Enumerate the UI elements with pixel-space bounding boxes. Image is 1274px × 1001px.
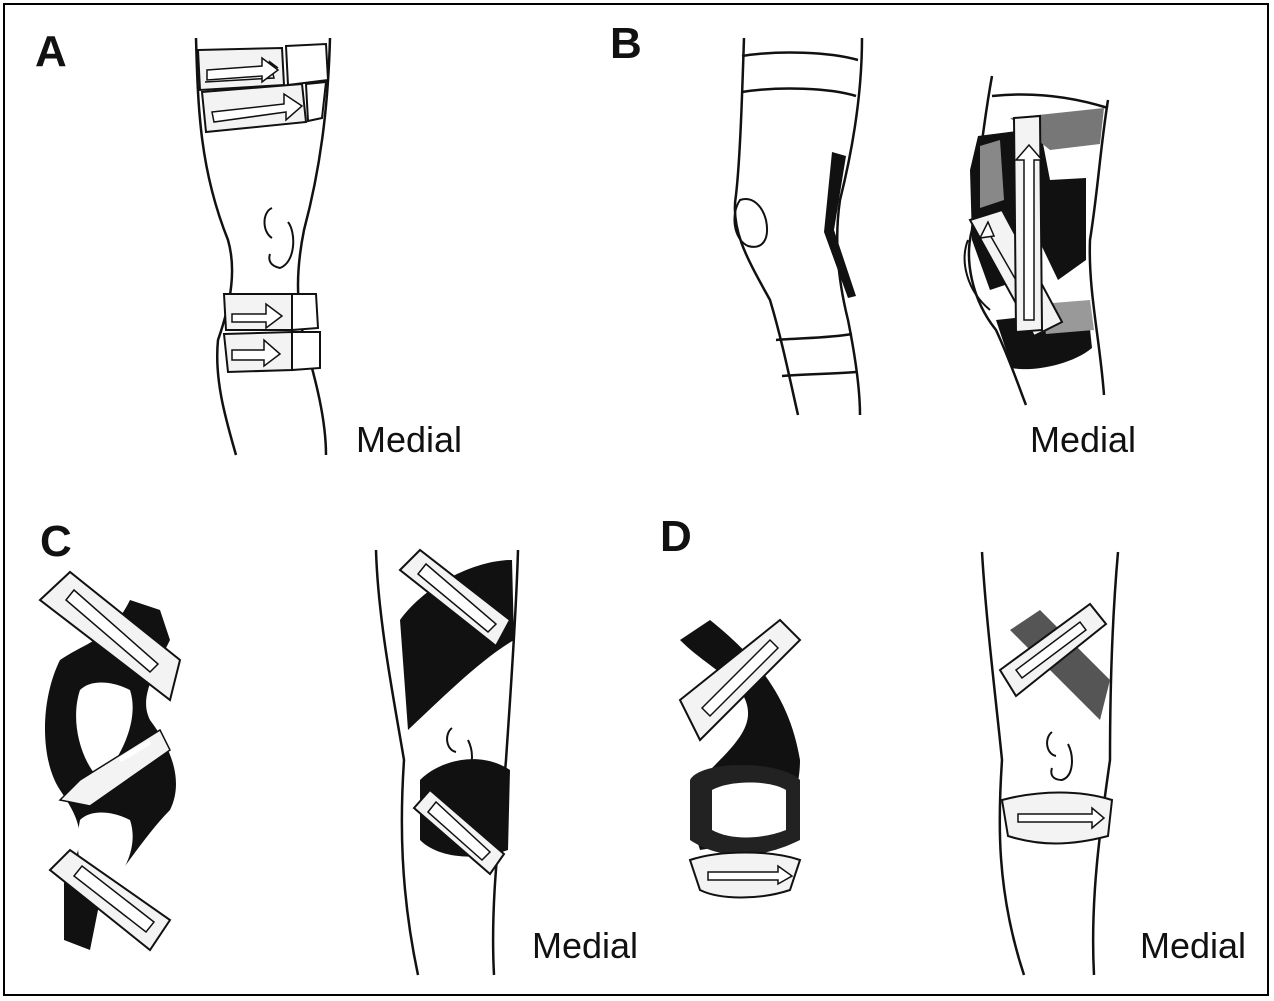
panel-label-c: C <box>40 520 72 564</box>
medial-label-c: Medial <box>532 928 638 964</box>
panel-d-illustration-tape <box>680 620 800 898</box>
panel-c-illustration-tape <box>40 572 180 950</box>
tape-strip-lower-light <box>1002 793 1112 844</box>
patella-icon <box>265 208 294 268</box>
panel-c-illustration-knee <box>376 550 518 975</box>
patella-icon <box>1047 732 1072 780</box>
patella-icon <box>734 199 767 247</box>
medial-label-b: Medial <box>1030 422 1136 458</box>
panel-label-a: A <box>35 30 67 74</box>
medial-label-a: Medial <box>356 422 462 458</box>
panel-a-illustration <box>196 38 330 455</box>
panel-label-d: D <box>660 515 692 559</box>
panel-b-illustration <box>734 38 1108 415</box>
panel-d-illustration-knee <box>982 552 1118 975</box>
tape-strip-vertical <box>1014 116 1042 332</box>
tape-strip-lower-2 <box>224 332 320 372</box>
medial-label-d: Medial <box>1140 928 1246 964</box>
tape-strip-lower-light <box>690 853 800 898</box>
panel-label-b: B <box>610 22 642 66</box>
tape-strip-lower-1 <box>224 294 318 330</box>
leg-outline-left <box>735 38 862 415</box>
